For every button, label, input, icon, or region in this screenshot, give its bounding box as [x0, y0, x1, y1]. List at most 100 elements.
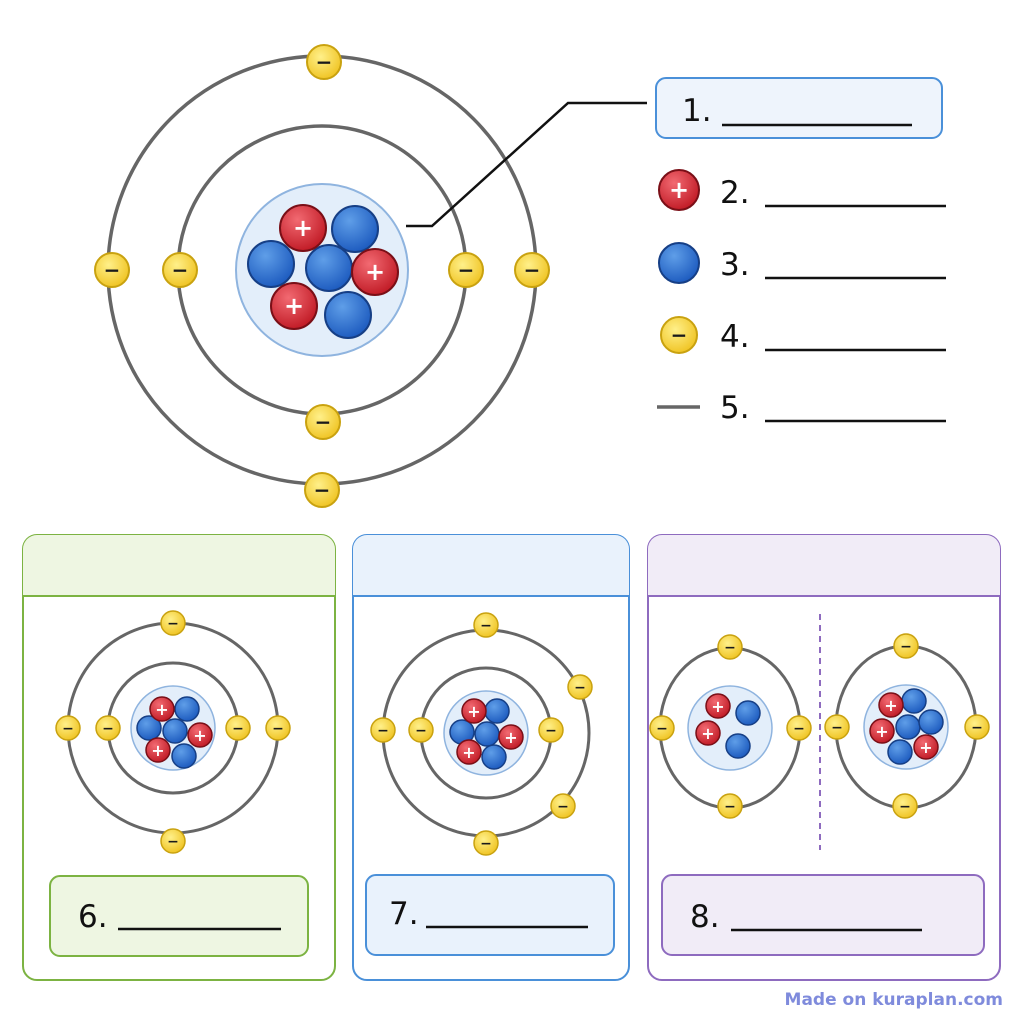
panel-8-atom-right: + + + − − − −	[824, 633, 990, 819]
electron: −	[162, 252, 198, 288]
label-3-number: 3.	[720, 247, 750, 283]
neutron	[725, 733, 751, 759]
svg-text:−: −	[172, 258, 189, 282]
legend-neutron-icon	[658, 242, 700, 284]
legend-proton-icon: +	[658, 169, 700, 211]
proton: +	[913, 734, 939, 760]
svg-text:+: +	[884, 696, 897, 715]
svg-text:−: −	[167, 616, 179, 632]
label-4-number: 4.	[720, 319, 750, 355]
nucleus-leader-line	[406, 101, 647, 228]
electron: −	[892, 793, 918, 819]
electron: −	[160, 828, 186, 854]
neutron	[162, 718, 188, 744]
neutron	[887, 739, 913, 765]
svg-text:−: −	[899, 799, 911, 815]
svg-text:+: +	[504, 728, 517, 747]
svg-text:−: −	[415, 723, 427, 739]
label-6-box: 6.	[49, 875, 309, 957]
neutron	[484, 698, 510, 724]
svg-text:−: −	[102, 721, 114, 737]
label-1-box: 1.	[655, 77, 943, 139]
neutron	[735, 700, 761, 726]
neutron	[918, 709, 944, 735]
electron: −	[265, 715, 291, 741]
neutron	[305, 244, 353, 292]
electron: −	[55, 715, 81, 741]
electron: −	[649, 715, 675, 741]
label-2-number: 2.	[720, 175, 750, 211]
electron: −	[717, 793, 743, 819]
svg-text:−: −	[831, 720, 843, 736]
svg-text:−: −	[316, 50, 333, 74]
svg-text:+: +	[193, 726, 206, 745]
svg-text:−: −	[104, 258, 121, 282]
proton: +	[461, 698, 487, 724]
proton: +	[279, 204, 327, 252]
neutron	[136, 715, 162, 741]
svg-text:+: +	[155, 700, 168, 719]
electron: −	[538, 717, 564, 743]
neutron	[331, 205, 379, 253]
svg-text:−: −	[574, 680, 586, 696]
label-6-number: 6.	[78, 899, 108, 935]
proton-sign: +	[293, 214, 313, 242]
panel-6: + + + − − − − − − 6.	[22, 534, 336, 981]
panel-7-atom: + + + − − − − − − −	[370, 612, 593, 856]
electron: −	[473, 830, 499, 856]
proton-sign: +	[284, 292, 304, 320]
proton: +	[145, 737, 171, 763]
svg-text:+: +	[151, 741, 164, 760]
electron: −	[225, 715, 251, 741]
svg-text:−: −	[671, 323, 688, 347]
svg-text:−: −	[724, 799, 736, 815]
proton: +	[869, 718, 895, 744]
electron: −	[473, 612, 499, 638]
svg-text:+: +	[701, 724, 714, 743]
panel-8-atom-left: + + − − − −	[649, 634, 812, 819]
proton: +	[187, 722, 213, 748]
electron: −	[448, 252, 484, 288]
footer-credit[interactable]: Made on kuraplan.com	[785, 990, 1003, 1010]
svg-text:−: −	[545, 723, 557, 739]
svg-text:−: −	[793, 721, 805, 737]
panel-7: + + + − − − − − − − 7.	[352, 534, 630, 981]
neutron	[895, 714, 921, 740]
proton: +	[878, 692, 904, 718]
electron: −	[160, 610, 186, 636]
label-1-number: 1.	[682, 93, 712, 129]
svg-text:−: −	[480, 836, 492, 852]
electron: −	[514, 252, 550, 288]
neutron	[481, 744, 507, 770]
panel-8: + + − − − − + + + − − − − 8.	[647, 534, 1001, 981]
main-atom: + + + − − − − − − −	[94, 44, 647, 508]
electron: −	[94, 252, 130, 288]
proton: +	[270, 282, 318, 330]
proton: +	[695, 720, 721, 746]
electron: −	[305, 404, 341, 440]
neutron	[901, 688, 927, 714]
proton-sign: +	[365, 258, 385, 286]
legend-electron-icon: −	[660, 316, 698, 354]
neutron	[171, 743, 197, 769]
electron: −	[408, 717, 434, 743]
svg-text:+: +	[919, 738, 932, 757]
electron: −	[306, 44, 342, 80]
electron: −	[893, 633, 919, 659]
electron: −	[550, 793, 576, 819]
svg-text:−: −	[62, 721, 74, 737]
neutron	[324, 291, 372, 339]
label-7-box: 7.	[365, 874, 615, 956]
svg-text:−: −	[900, 639, 912, 655]
svg-text:+: +	[467, 702, 480, 721]
svg-text:−: −	[524, 258, 541, 282]
svg-text:+: +	[462, 743, 475, 762]
svg-text:−: −	[458, 258, 475, 282]
neutron	[247, 240, 295, 288]
label-5-number: 5.	[720, 390, 750, 426]
label-8-number: 8.	[690, 899, 720, 935]
svg-text:+: +	[875, 722, 888, 741]
proton: +	[149, 696, 175, 722]
electron: −	[304, 472, 340, 508]
svg-text:−: −	[314, 478, 331, 502]
